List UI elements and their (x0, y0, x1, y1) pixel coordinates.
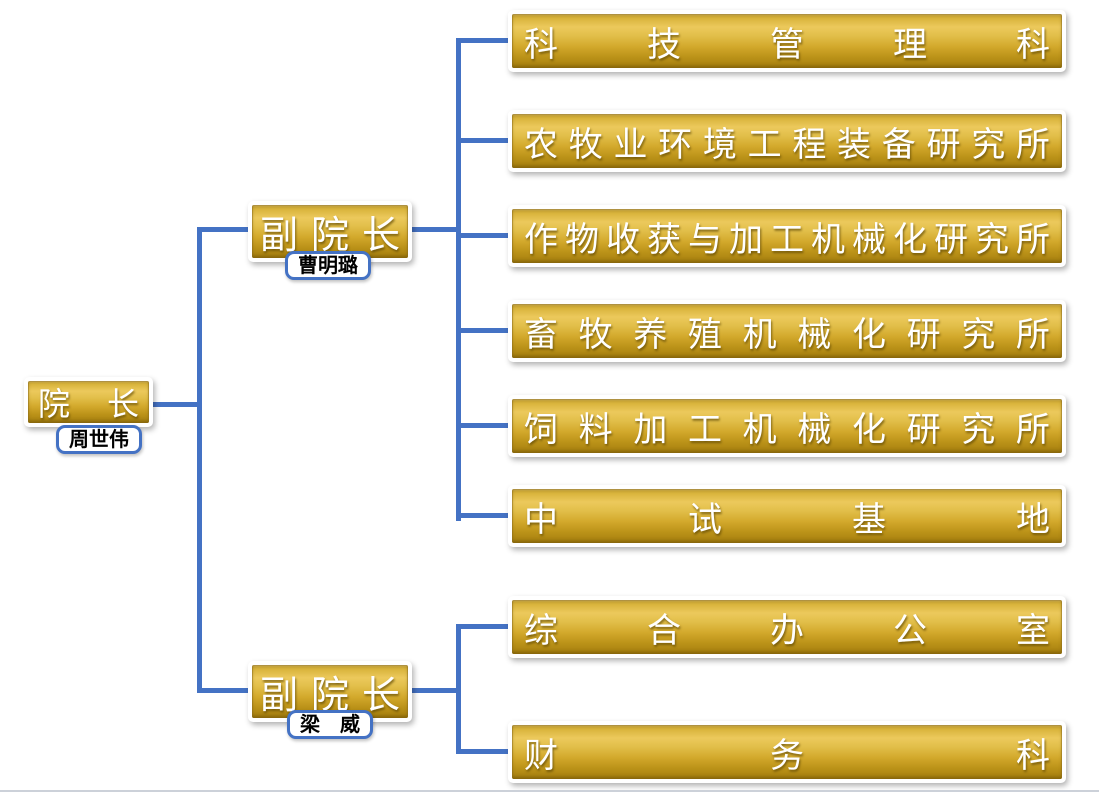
president-name-tag: 周世伟 (56, 425, 142, 454)
node-dept-agri-environment-equipment: 农牧业环境工程装备研究所 (508, 110, 1066, 172)
bottom-divider-line (0, 790, 1099, 792)
dept-label: 饲料加工机械化研究所 (512, 399, 1062, 453)
vice-president-2-name-tag: 梁 威 (287, 710, 373, 739)
node-dept-finance-section: 财务科 (508, 721, 1066, 783)
node-vice-president-2: 副院长 (248, 661, 412, 722)
dept-label: 科技管理科 (512, 14, 1062, 68)
connector-left-trunk (197, 227, 202, 693)
dept-label: 农牧业环境工程装备研究所 (512, 114, 1062, 168)
connector-dept4-stub (456, 328, 510, 333)
node-dept-science-tech-management: 科技管理科 (508, 10, 1066, 72)
connector-dept2-stub (456, 138, 510, 143)
node-dept-feed-processing-mechanization: 饲料加工机械化研究所 (508, 395, 1066, 457)
connector-vp1-right-stub (406, 227, 458, 232)
node-vice-president-1: 副院长 (248, 201, 412, 262)
connector-root-to-trunk (146, 402, 202, 407)
dept-label: 作物收获与加工机械化研究所 (512, 209, 1062, 263)
connector-dept1-stub (456, 38, 510, 43)
connector-vp1-left-stub (197, 227, 252, 232)
connector-dept5-stub (456, 423, 510, 428)
vice-president-1-title: 副院长 (252, 205, 408, 258)
node-president: 院长 (24, 377, 153, 427)
connector-right-trunk-group1 (456, 38, 461, 521)
connector-dept7-stub (456, 624, 510, 629)
dept-label: 畜牧养殖机械化研究所 (512, 304, 1062, 358)
president-title: 院长 (28, 381, 149, 423)
connector-vp2-left-stub (197, 688, 252, 693)
connector-vp2-right-stub (406, 688, 458, 693)
dept-label: 中试基地 (512, 489, 1062, 543)
dept-label: 综合办公室 (512, 600, 1062, 654)
connector-dept8-stub (456, 749, 510, 754)
connector-right-trunk-group2 (456, 624, 461, 754)
node-dept-crop-harvest-processing: 作物收获与加工机械化研究所 (508, 205, 1066, 267)
node-dept-pilot-base: 中试基地 (508, 485, 1066, 547)
dept-label: 财务科 (512, 725, 1062, 779)
node-dept-livestock-breeding-mechanization: 畜牧养殖机械化研究所 (508, 300, 1066, 362)
connector-dept3-stub (456, 233, 510, 238)
vice-president-1-name-tag: 曹明璐 (285, 251, 371, 280)
connector-dept6-stub (456, 513, 510, 518)
vice-president-2-title: 副院长 (252, 665, 408, 718)
node-dept-general-office: 综合办公室 (508, 596, 1066, 658)
